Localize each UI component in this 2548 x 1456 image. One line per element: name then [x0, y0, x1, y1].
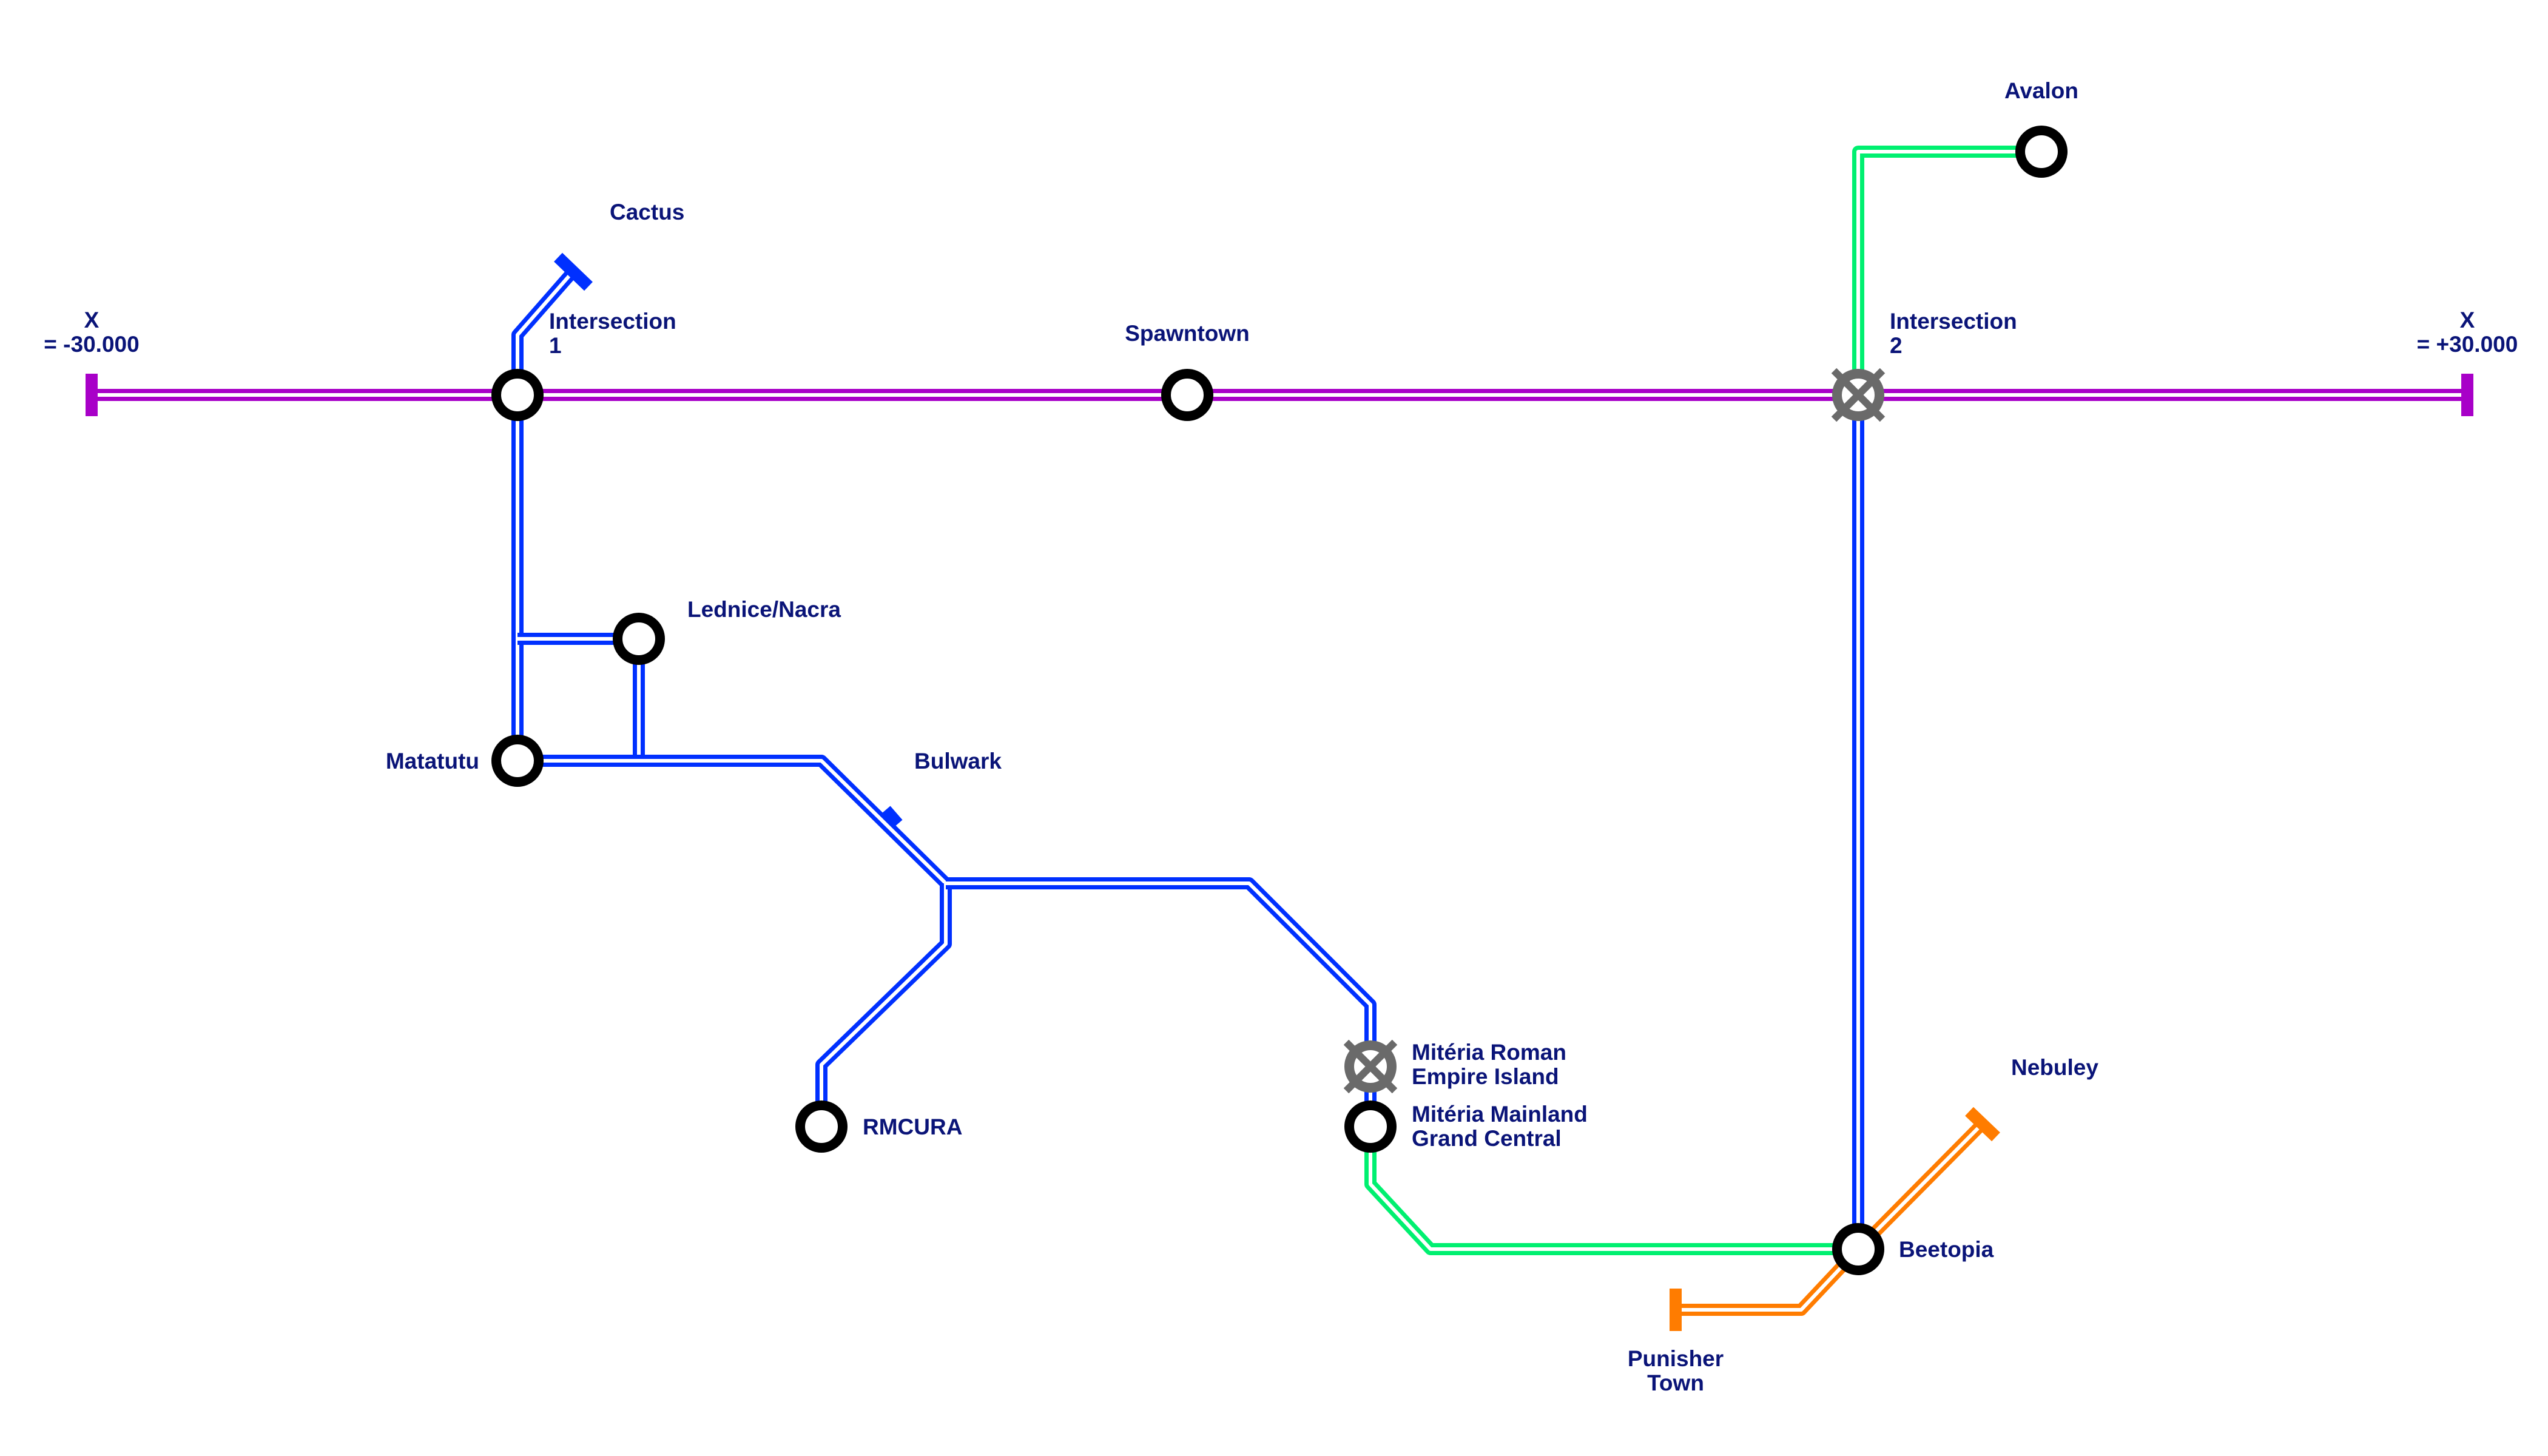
- bulwark-label: Bulwark: [914, 749, 1002, 774]
- cactus-label: Cactus: [610, 200, 684, 224]
- station-markers: [86, 126, 2473, 1331]
- rmcura-label: RMCURA: [863, 1114, 962, 1139]
- bulwark-tick[interactable]: [881, 806, 903, 828]
- avalon-label: Avalon: [2004, 78, 2078, 103]
- routes: [92, 146, 2467, 1316]
- intersection-1-station[interactable]: [491, 369, 544, 421]
- label-line: 2: [1890, 333, 1903, 358]
- label-line: = +30.000: [2417, 332, 2518, 357]
- lednice-nacra-label: Lednice/Nacra: [687, 597, 841, 622]
- nebuley-label: Nebuley: [2011, 1055, 2098, 1080]
- spawntown-label: Spawntown: [1125, 321, 1250, 346]
- blue-line-north-gap: [516, 270, 575, 761]
- blue-line-bulwark-gap: [517, 759, 948, 885]
- blue-line-rmcura: [815, 883, 952, 1127]
- label-line: Bulwark: [914, 749, 1002, 774]
- label-line: X: [84, 308, 99, 332]
- spawntown-station[interactable]: [1161, 369, 1213, 421]
- label-line: Grand Central: [1412, 1126, 1562, 1151]
- label-line: Town: [1647, 1370, 1704, 1395]
- label-line: 1: [549, 333, 562, 358]
- cactus-terminus[interactable]: [554, 252, 593, 291]
- label-line: Intersection: [1890, 309, 2017, 334]
- blue-line-rmcura-gap: [820, 883, 948, 1127]
- label-line: Beetopia: [1899, 1237, 1994, 1262]
- cross-icon: [1343, 1039, 1398, 1094]
- x-minus-label: X= -30.000: [44, 308, 139, 357]
- miteria-roman-station[interactable]: [1343, 1039, 1398, 1094]
- green-line-avalon: [1852, 146, 2041, 395]
- label-line: Nebuley: [2011, 1055, 2098, 1080]
- blue-line-miteria: [946, 877, 1377, 1127]
- beetopia-station[interactable]: [1832, 1223, 1884, 1275]
- label-line: Mitéria Roman: [1412, 1040, 1566, 1065]
- label-line: Punisher: [1628, 1346, 1724, 1371]
- label-line: Intersection: [549, 309, 676, 334]
- orange-line: [1676, 1119, 1987, 1316]
- matatutu-station[interactable]: [491, 735, 544, 787]
- label-line: Spawntown: [1125, 321, 1250, 346]
- green-line-south: [1364, 1127, 1858, 1255]
- label-line: Lednice/Nacra: [687, 597, 841, 622]
- label-line: X: [2460, 308, 2475, 332]
- blue-line-bulwark: [517, 755, 951, 888]
- beetopia-label: Beetopia: [1899, 1237, 1994, 1262]
- matatutu-label: Matatutu: [386, 749, 479, 774]
- avalon-station[interactable]: [2015, 126, 2068, 178]
- green-line-avalon-rail: [1852, 146, 2041, 395]
- label-line: Avalon: [2004, 78, 2078, 103]
- green-line-avalon-gap: [1856, 150, 2041, 395]
- x-plus-label: X= +30.000: [2417, 308, 2518, 357]
- nebuley-terminus[interactable]: [1965, 1107, 2000, 1142]
- label-line: = -30.000: [44, 332, 139, 357]
- lednice-nacra-station[interactable]: [613, 613, 665, 665]
- blue-line-north-rail: [511, 267, 578, 761]
- label-line: Mitéria Mainland: [1412, 1102, 1588, 1127]
- green-line-south-gap: [1369, 1127, 1858, 1251]
- blue-line-north: [511, 267, 578, 761]
- intersection-2-station[interactable]: [1831, 368, 1886, 422]
- blue-line-miteria-gap: [946, 881, 1372, 1127]
- blue-line-miteria-rail: [946, 877, 1377, 1127]
- rmcura-station[interactable]: [795, 1100, 848, 1153]
- label-line: Empire Island: [1412, 1064, 1559, 1089]
- miteria-mainland-station[interactable]: [1344, 1100, 1397, 1153]
- orange-line-gap: [1676, 1122, 1984, 1312]
- cross-icon: [1831, 368, 1886, 422]
- label-line: Cactus: [610, 200, 684, 224]
- label-line: RMCURA: [863, 1114, 962, 1139]
- label-line: Matatutu: [386, 749, 479, 774]
